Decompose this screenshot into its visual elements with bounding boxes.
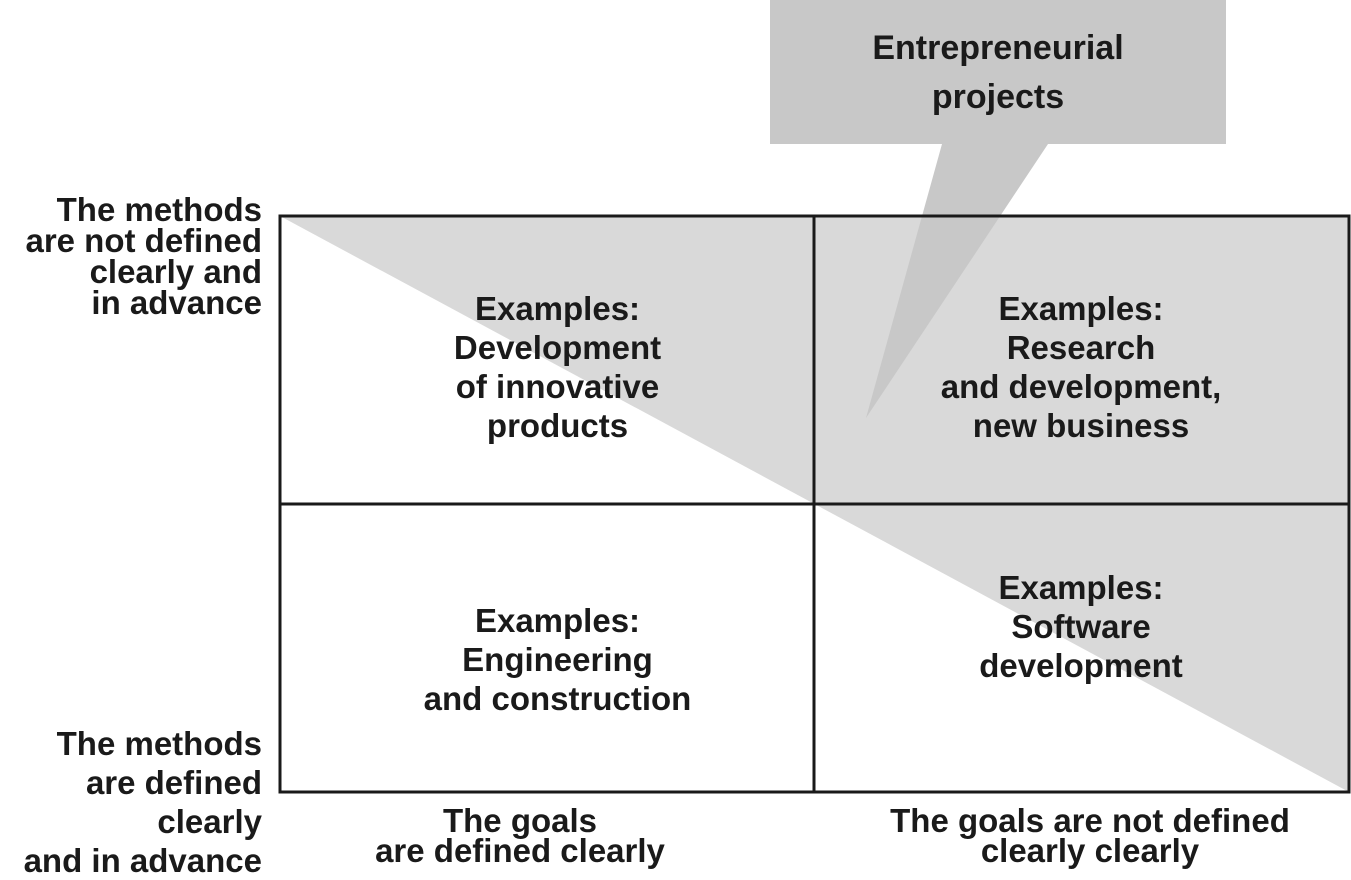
y-axis-bottom-label: The methods are defined clearly and in a… [23, 725, 262, 879]
callout-bubble [770, 0, 1226, 418]
y-axis-top-label: The methods are not defined clearly and … [25, 191, 262, 321]
quadrant-top-right-text: Examples: Research and development, new … [940, 290, 1222, 444]
quadrant-bottom-left-text: Examples: Engineering and construction [423, 602, 692, 717]
callout-label: Entrepreneurial projects [872, 29, 1124, 116]
x-axis-right-label: The goals are not defined clearly clearl… [890, 802, 1290, 869]
quadrant-bottom-right-text: Examples: Software development [979, 569, 1183, 684]
x-axis-left-label: The goals are defined clearly [375, 802, 665, 869]
quadrant-top-left-text: Examples: Development of innovative prod… [453, 290, 662, 444]
